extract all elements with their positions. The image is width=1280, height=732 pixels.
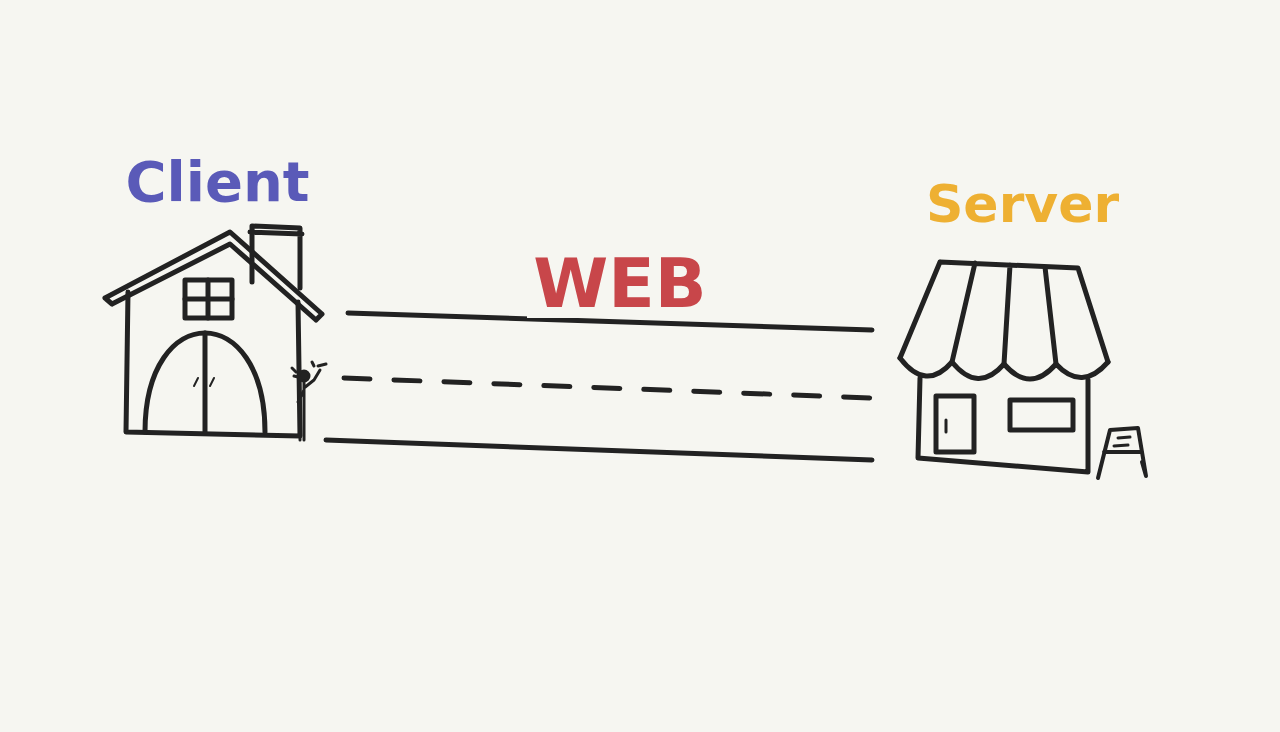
window-cross [185, 280, 232, 318]
door-knob [945, 420, 948, 432]
door-handles [194, 378, 214, 386]
sign-easel [1098, 428, 1146, 478]
door-split [203, 333, 208, 432]
house-drawing [105, 226, 322, 436]
node-label: Client [95, 150, 340, 214]
shop-window [1010, 400, 1073, 430]
awning [900, 262, 1108, 364]
figure-body [292, 362, 320, 440]
shop-door [936, 396, 974, 452]
house-wall [126, 292, 300, 436]
road-centerline [344, 378, 872, 398]
client-node: Client [95, 150, 340, 445]
roof [105, 232, 322, 320]
node-label: Server [890, 175, 1155, 235]
stick-figure [292, 362, 326, 440]
server-node: Server [890, 175, 1155, 480]
edge-label: WEB [527, 250, 712, 318]
figure-wave [318, 364, 326, 366]
road-connector [326, 313, 872, 460]
shop-wall [918, 378, 1088, 472]
sign-marks [1114, 437, 1130, 446]
arch-door [145, 333, 265, 432]
house-window [185, 280, 232, 318]
awning-scallops [900, 358, 1108, 379]
road-edge [326, 440, 872, 460]
shop-drawing [900, 262, 1146, 478]
